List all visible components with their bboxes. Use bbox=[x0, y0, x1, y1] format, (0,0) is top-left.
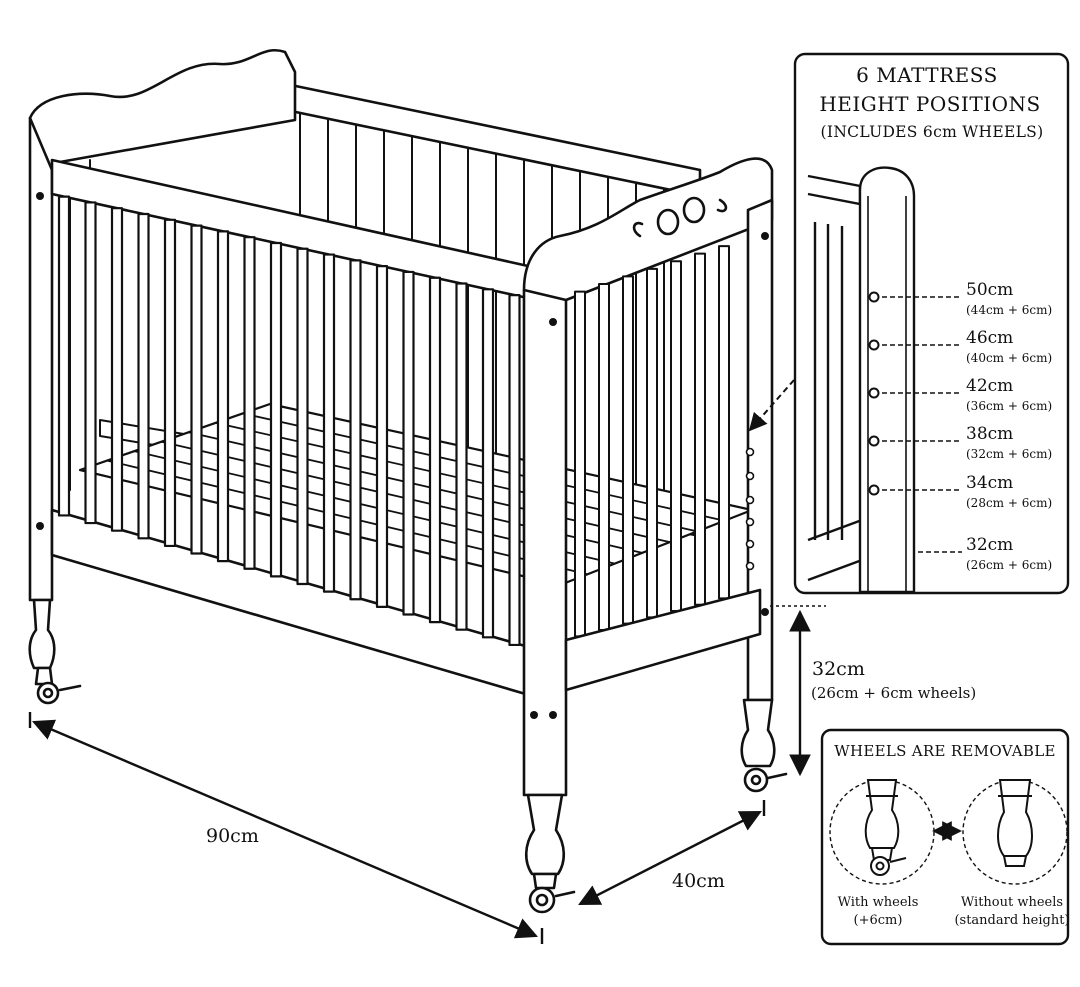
front-spindle bbox=[163, 218, 177, 548]
position-row: 32cm (26cm + 6cm) bbox=[918, 535, 1052, 572]
without-wheels-caption: Without wheels bbox=[961, 895, 1063, 910]
right-front-leg bbox=[524, 793, 566, 876]
position-detail: (32cm + 6cm) bbox=[966, 447, 1052, 461]
front-spindle bbox=[375, 265, 389, 608]
end-spindle bbox=[598, 283, 610, 631]
end-spindle bbox=[718, 245, 730, 600]
front-spindle bbox=[322, 253, 336, 593]
with-wheels-note: (+6cm) bbox=[854, 913, 903, 928]
right-front-post bbox=[522, 288, 568, 797]
front-spindle bbox=[190, 224, 203, 555]
right-back-leg bbox=[740, 698, 776, 768]
front-spindle bbox=[402, 270, 415, 616]
panel-title-line1: 6 MATTRESS bbox=[856, 63, 998, 87]
position-detail: (28cm + 6cm) bbox=[966, 496, 1052, 510]
front-spindle bbox=[137, 212, 150, 540]
without-wheels-note: (standard height) bbox=[954, 913, 1069, 928]
right-footboard bbox=[522, 157, 774, 302]
left-leg bbox=[28, 598, 56, 670]
length-dimension bbox=[28, 712, 544, 944]
height-hole-icon bbox=[868, 435, 880, 447]
front-spindle bbox=[84, 201, 97, 525]
position-detail: (40cm + 6cm) bbox=[966, 351, 1052, 365]
end-spindle bbox=[694, 252, 706, 606]
position-row: 50cm (44cm + 6cm) bbox=[868, 280, 1052, 317]
left-caster bbox=[34, 666, 54, 686]
front-spindle bbox=[57, 195, 71, 517]
crib-illustration bbox=[28, 49, 788, 914]
front-spindle bbox=[428, 276, 442, 624]
front-spindles bbox=[57, 195, 521, 647]
front-spindle bbox=[296, 247, 309, 586]
height-hole-icon bbox=[868, 484, 880, 496]
front-spindle bbox=[110, 207, 124, 532]
position-row: 38cm (32cm + 6cm) bbox=[868, 424, 1052, 461]
front-spindle bbox=[481, 288, 495, 639]
position-label: 42cm bbox=[966, 376, 1013, 396]
position-row: 42cm (36cm + 6cm) bbox=[868, 376, 1052, 413]
front-spindle bbox=[455, 282, 468, 631]
position-detail: (26cm + 6cm) bbox=[966, 558, 1052, 572]
front-spindle bbox=[269, 241, 283, 578]
panel-subtitle: (INCLUDES 6cm WHEELS) bbox=[821, 123, 1044, 141]
width-label: 40cm bbox=[672, 870, 725, 892]
end-spindle bbox=[574, 290, 586, 638]
back-top-rail bbox=[284, 82, 702, 198]
clearance-label: 32cm bbox=[812, 658, 865, 680]
length-label: 90cm bbox=[206, 825, 259, 847]
position-detail: (36cm + 6cm) bbox=[966, 399, 1052, 413]
position-row: 34cm (28cm + 6cm) bbox=[868, 473, 1052, 510]
clearance-dimension bbox=[770, 605, 826, 777]
leg-without-wheel-icon bbox=[997, 779, 1033, 867]
right-end-spindles bbox=[574, 245, 730, 638]
position-label: 38cm bbox=[966, 424, 1013, 444]
position-label: 34cm bbox=[966, 473, 1013, 493]
height-hole-icon bbox=[868, 291, 880, 303]
front-spindle bbox=[243, 236, 256, 570]
front-spindle bbox=[508, 294, 521, 647]
end-spindle bbox=[670, 260, 682, 613]
position-row: 46cm (40cm + 6cm) bbox=[868, 328, 1052, 365]
end-spindle bbox=[622, 275, 634, 625]
right-bottom-rail bbox=[564, 588, 762, 692]
position-label: 32cm bbox=[966, 535, 1013, 555]
position-label: 50cm bbox=[966, 280, 1013, 300]
height-hole-icon bbox=[868, 339, 880, 351]
height-hole-icon bbox=[868, 387, 880, 399]
front-spindle bbox=[216, 230, 230, 563]
with-wheels-caption: With wheels bbox=[838, 895, 919, 910]
wheels-panel: WHEELS ARE REMOVABLE With wheels (+6cm) … bbox=[820, 728, 1070, 946]
front-spindle bbox=[349, 259, 362, 601]
position-label: 46cm bbox=[966, 328, 1013, 348]
clearance-detail: (26cm + 6cm wheels) bbox=[811, 684, 976, 702]
panel-title-line2: HEIGHT POSITIONS bbox=[819, 92, 1040, 116]
detail-callout-arrow bbox=[748, 379, 795, 432]
left-headboard bbox=[28, 49, 297, 172]
position-detail: (44cm + 6cm) bbox=[966, 303, 1052, 317]
leg-with-wheel-icon bbox=[864, 779, 907, 876]
end-spindle bbox=[646, 267, 658, 619]
position-rows: 50cm (44cm + 6cm) 46cm (40cm + 6cm) 42cm (36c… bbox=[868, 280, 1052, 572]
mattress-slat bbox=[106, 459, 589, 576]
positions-panel: 6 MATTRESS HEIGHT POSITIONS (INCLUDES 6c… bbox=[793, 52, 1070, 595]
wheels-panel-title: WHEELS ARE REMOVABLE bbox=[834, 742, 1055, 760]
width-dimension bbox=[578, 800, 766, 906]
without-wheels-circle bbox=[962, 779, 1068, 885]
